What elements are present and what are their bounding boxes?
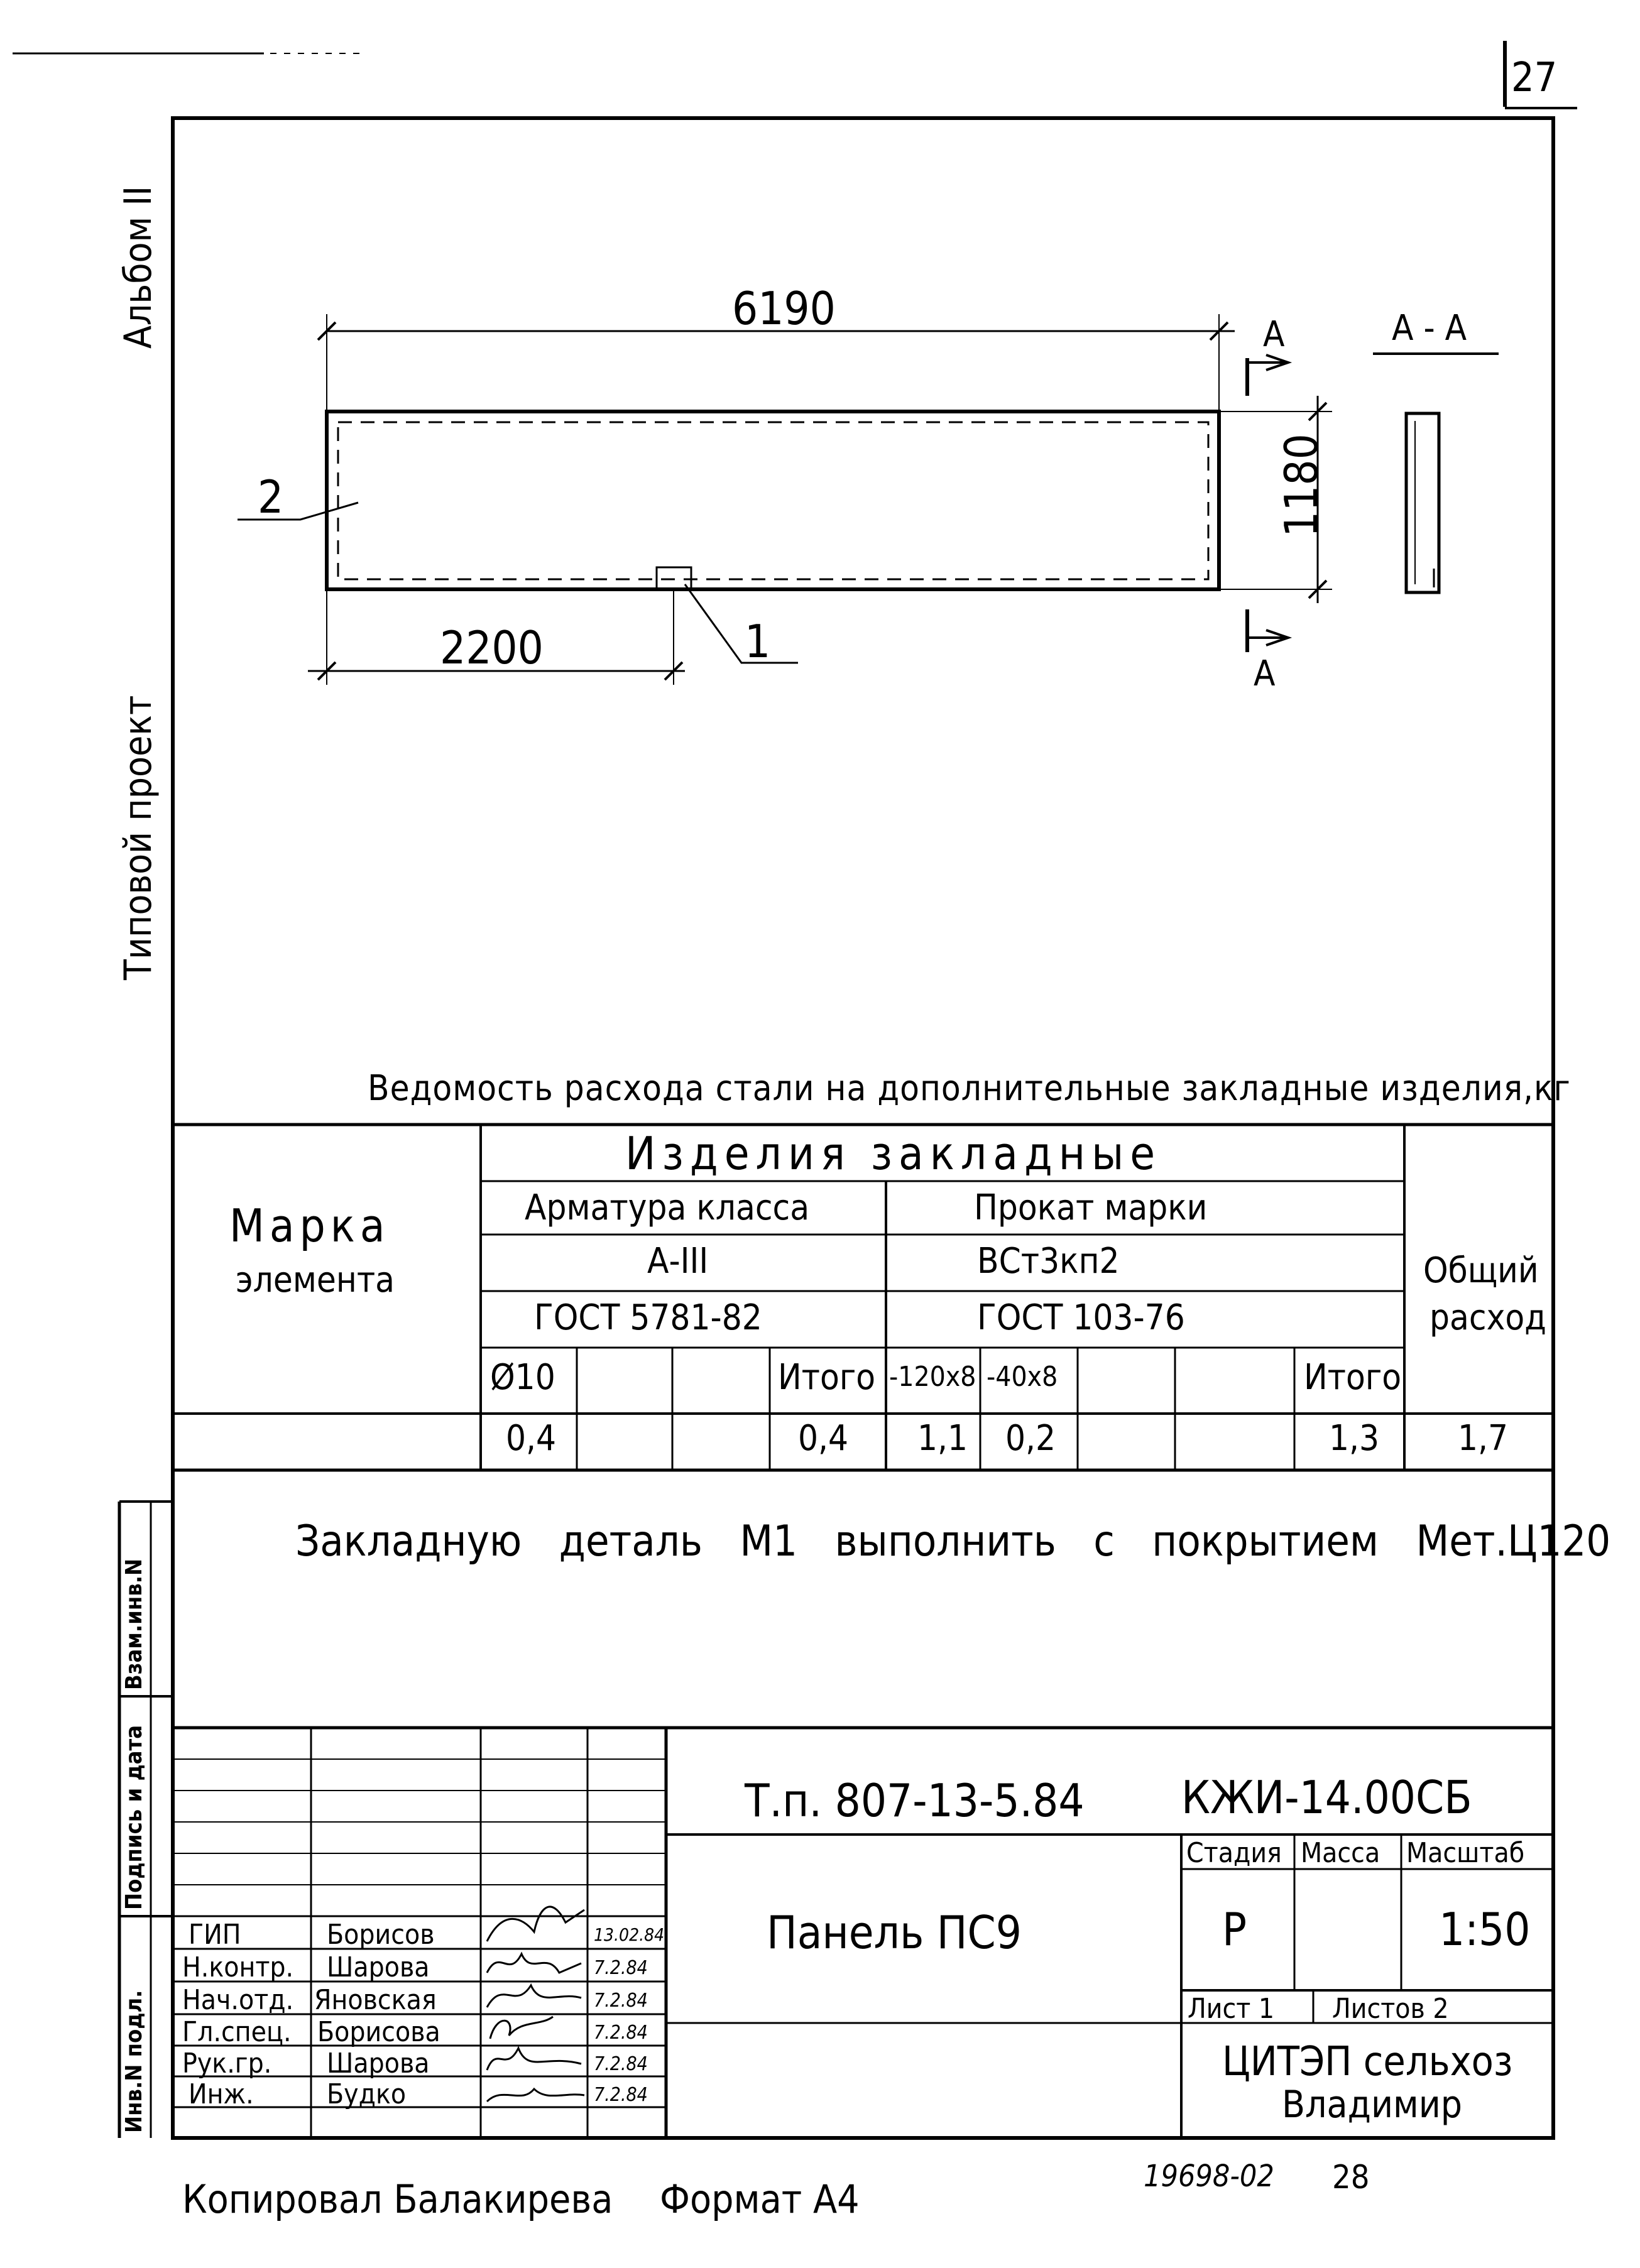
page-number: 28 — [1332, 2159, 1370, 2196]
staff-date: 7.2.84 — [594, 1990, 648, 2012]
row-grand-total: 1,7 — [1458, 1418, 1509, 1459]
staff-role: Гл.спец. — [182, 2016, 292, 2048]
copied-by: Копировал Балакирева — [182, 2176, 613, 2222]
col-header-40x8: -40x8 — [987, 1361, 1058, 1393]
staff-name: Борисов — [327, 1919, 435, 1951]
position-1-label: 1 — [745, 615, 771, 668]
staff-date: 7.2.84 — [594, 2053, 648, 2075]
sheets-count-label: Листов 2 — [1332, 1993, 1449, 2025]
coating-note: Закладную деталь М1 выполнить с покрытие… — [295, 1517, 1611, 1566]
sheet-number: 27 — [1511, 55, 1558, 101]
scale-value: 1:50 — [1439, 1903, 1531, 1956]
header-rolled-grade: Прокат марки — [974, 1187, 1208, 1228]
staff-name: Будко — [327, 2078, 407, 2110]
row-40x8: 0,2 — [1005, 1418, 1056, 1459]
staff-role: Н.контр. — [182, 1951, 294, 1983]
header-rebar-class: Арматура класса — [525, 1187, 810, 1228]
section-title: А - А — [1392, 308, 1467, 349]
archive-number: 19698-02 — [1144, 2159, 1274, 2194]
dimension-length: 6190 — [732, 282, 836, 335]
header-mark-line1: Марка — [229, 1199, 390, 1252]
table-title: Ведомость расхода стали на дополнительны… — [368, 1068, 1571, 1109]
staff-name: Шарова — [327, 2047, 430, 2080]
stage-label: Стадия — [1186, 1837, 1282, 1869]
organization-line2: Владимир — [1282, 2083, 1463, 2127]
staff-role: Нач.отд. — [182, 1984, 294, 2016]
row-d10: 0,4 — [506, 1418, 557, 1459]
mass-label: Масса — [1301, 1837, 1380, 1869]
row-rolled-total: 1,3 — [1329, 1418, 1380, 1459]
col-header-d10: Ø10 — [490, 1357, 555, 1398]
row-rebar-total: 0,4 — [798, 1418, 849, 1459]
section-mark-top: А — [1263, 314, 1285, 355]
header-total-line1: Общий — [1423, 1250, 1539, 1291]
stage-value: Р — [1222, 1903, 1247, 1956]
signature-gip — [486, 1905, 585, 1942]
signature-group-lead — [486, 2046, 582, 2071]
sheet-label: Лист 1 — [1188, 1993, 1275, 2025]
rolled-gost: ГОСТ 103-76 — [977, 1297, 1185, 1338]
col-header-rolled-total: Итого — [1304, 1357, 1402, 1398]
staff-date: 7.2.84 — [594, 2084, 648, 2106]
staff-name: Шарова — [327, 1951, 430, 1983]
organization-line1: ЦИТЭП сельхоз — [1222, 2039, 1513, 2085]
staff-date: 7.2.84 — [594, 1957, 648, 1979]
rolled-grade-value: ВСт3кп2 — [977, 1241, 1120, 1282]
document-code: КЖИ-14.00СБ — [1181, 1771, 1472, 1824]
staff-date: 13.02.84 — [594, 1924, 665, 1945]
item-name: Панель ПС9 — [767, 1906, 1022, 1959]
paper-format: Формат А4 — [660, 2176, 860, 2222]
dimension-offset: 2200 — [440, 621, 544, 674]
rebar-class-value: А-III — [647, 1241, 709, 1282]
col-header-rebar-total: Итого — [778, 1357, 876, 1398]
scale-label: Масштаб — [1406, 1837, 1525, 1869]
section-mark-bottom: А — [1254, 653, 1276, 694]
rebar-gost: ГОСТ 5781-82 — [534, 1297, 762, 1338]
header-mark-line2: элемента — [236, 1260, 395, 1300]
staff-name: Яновская — [314, 1984, 437, 2016]
project-code: Т.п. 807-13-5.84 — [745, 1774, 1085, 1827]
col-header-120x8: -120x8 — [889, 1361, 976, 1393]
signature-chief-specialist — [489, 2015, 554, 2039]
header-embedded-items: Изделия закладные — [625, 1127, 1162, 1180]
header-total-line2: расход — [1430, 1297, 1547, 1338]
row-120x8: 1,1 — [917, 1418, 968, 1459]
signature-norm-control — [486, 1951, 582, 1974]
staff-role: Рук.гр. — [182, 2047, 272, 2080]
staff-role: Инж. — [189, 2078, 254, 2110]
signature-dept-head — [486, 1983, 582, 2008]
staff-date: 7.2.84 — [594, 2022, 648, 2044]
staff-name: Борисова — [317, 2016, 440, 2048]
staff-role: ГИП — [189, 1919, 241, 1951]
signature-engineer — [486, 2087, 585, 2103]
position-2-label: 2 — [258, 471, 284, 523]
